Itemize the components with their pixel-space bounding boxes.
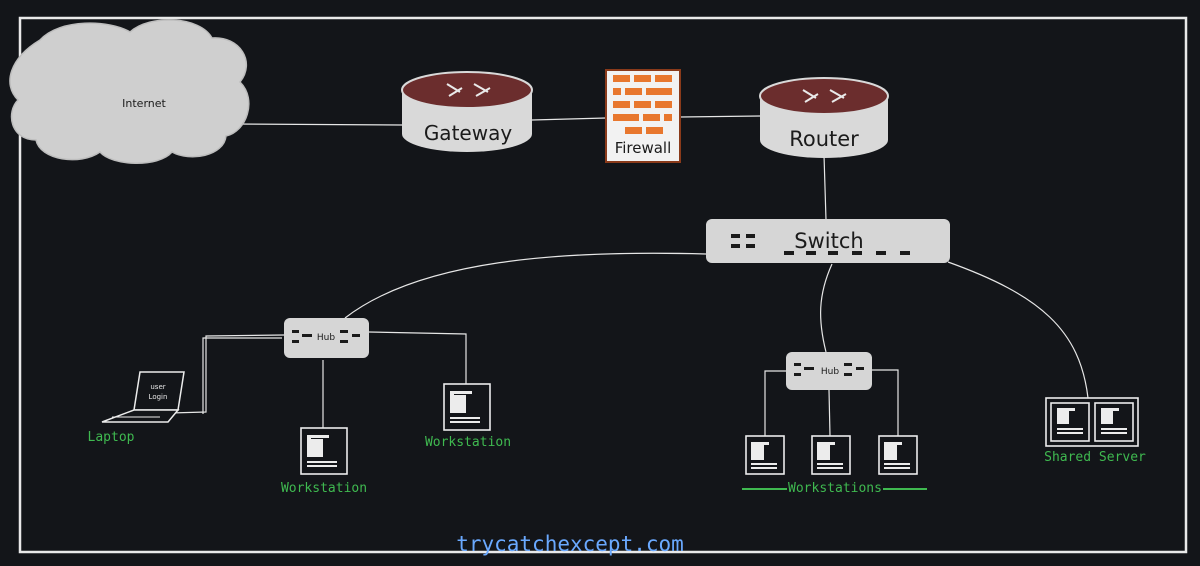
link-hub-laptop-2 [202, 337, 282, 414]
gateway-label: Gateway [424, 121, 513, 145]
link-hub-laptop [169, 334, 285, 414]
hub-right-label: Hub [821, 367, 839, 377]
hub-ports [292, 330, 360, 343]
hub-left-label: Hub [317, 333, 335, 343]
link-internet-gateway [231, 123, 403, 126]
shared-server-node: Shared Server [1044, 397, 1146, 465]
laptop-node: user Login Laptop [88, 371, 185, 445]
router-icon [759, 77, 889, 158]
switch-ports [731, 234, 910, 255]
workstation-mid-label: Workstation [425, 435, 511, 450]
laptop-icon [101, 371, 185, 423]
diagram-frame [18, 16, 1188, 554]
site-watermark: trycatchexcept.com [456, 532, 684, 556]
internet-node: Internet [9, 19, 250, 164]
workstation-icon [443, 383, 491, 431]
workstations-group-node: Workstations [742, 435, 927, 496]
workstation-left-label: Workstation [281, 481, 367, 496]
laptop-label: Laptop [88, 430, 135, 445]
workstation-icon [745, 435, 785, 475]
workstations-group-label: Workstations [788, 481, 882, 496]
switch-label: Switch [794, 229, 863, 253]
link-firewall-router [679, 115, 761, 118]
laptop-screen-line2: Login [149, 393, 168, 401]
link-switch-hub-left [344, 252, 707, 319]
shared-server-label: Shared Server [1044, 450, 1146, 465]
firewall-node: Firewall [605, 69, 681, 163]
internet-label: Internet [122, 97, 166, 110]
link-hub-ws-3 [871, 369, 899, 436]
router-label: Router [789, 127, 859, 151]
connections [169, 115, 1089, 437]
switch-icon [706, 219, 950, 263]
gateway-node: Gateway [401, 71, 533, 152]
link-hub-ws-1 [764, 370, 787, 436]
hub-icon [786, 352, 872, 390]
workstation-mid-node: Workstation [425, 383, 511, 450]
link-hub-ws-2 [828, 389, 831, 437]
workstation-left-node: Workstation [281, 427, 367, 496]
workstation-icon [878, 435, 918, 475]
hub-right-node: Hub [786, 352, 872, 390]
link-gateway-firewall [531, 117, 607, 121]
hub-ports [794, 363, 864, 376]
server-icon [1045, 397, 1139, 447]
link-hub-workstation-mid [368, 331, 467, 384]
link-router-switch [823, 154, 827, 221]
firewall-bricks [613, 75, 672, 134]
firewall-label: Firewall [615, 139, 672, 157]
workstation-icon [811, 435, 851, 475]
hub-left-node: Hub [284, 318, 369, 358]
workstation-icon [300, 427, 348, 475]
laptop-screen-line1: user [150, 383, 165, 391]
router-node: Router [759, 77, 889, 158]
switch-node: Switch [706, 219, 950, 263]
cloud-icon [9, 19, 250, 164]
hub-icon [284, 318, 369, 358]
link-switch-hub-right [820, 263, 833, 353]
link-switch-server [947, 261, 1089, 399]
router-icon [401, 71, 533, 152]
